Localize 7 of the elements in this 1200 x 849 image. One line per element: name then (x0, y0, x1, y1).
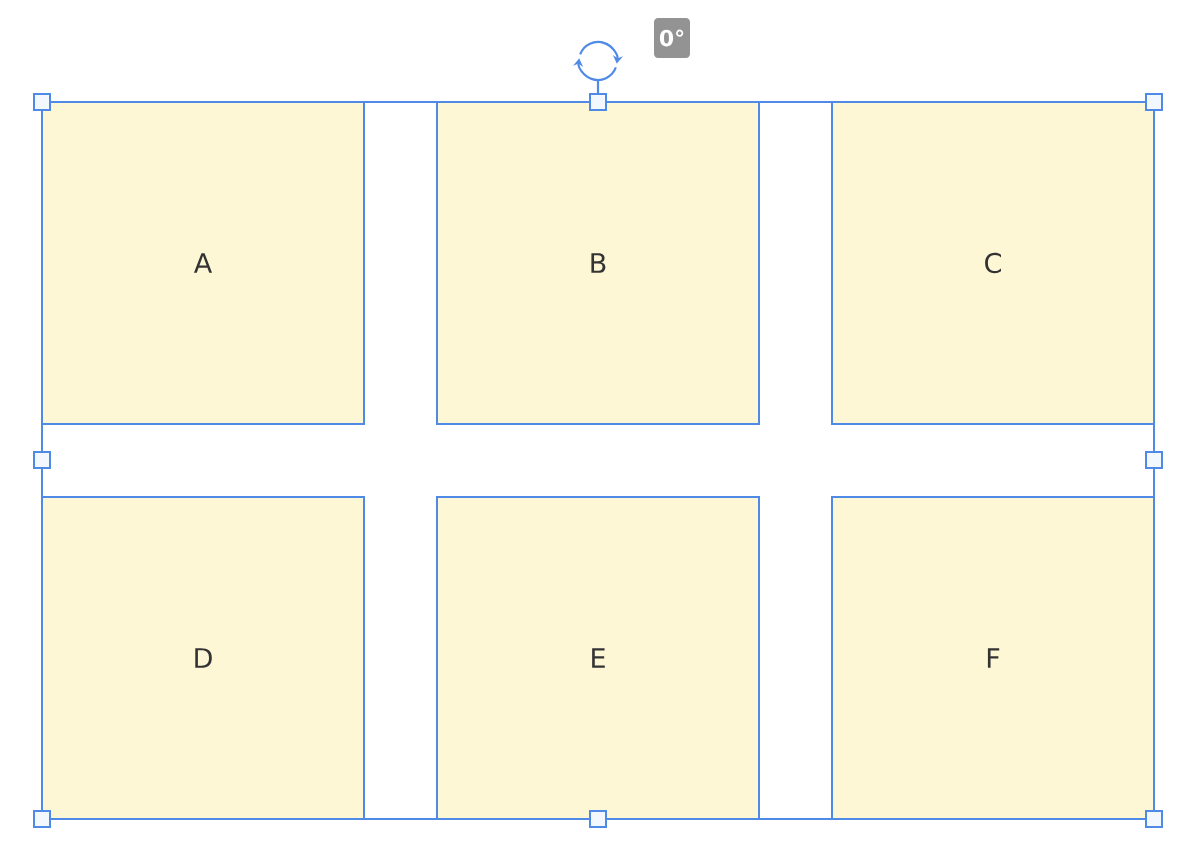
sticky-note: D (41, 496, 365, 820)
sticky-note: B (436, 101, 760, 425)
sticky-note: C (831, 101, 1155, 425)
angle-badge: 0° (654, 18, 690, 58)
sticky-note: F (831, 496, 1155, 820)
sticky-note: E (436, 496, 760, 820)
sticky-note: A (41, 101, 365, 425)
